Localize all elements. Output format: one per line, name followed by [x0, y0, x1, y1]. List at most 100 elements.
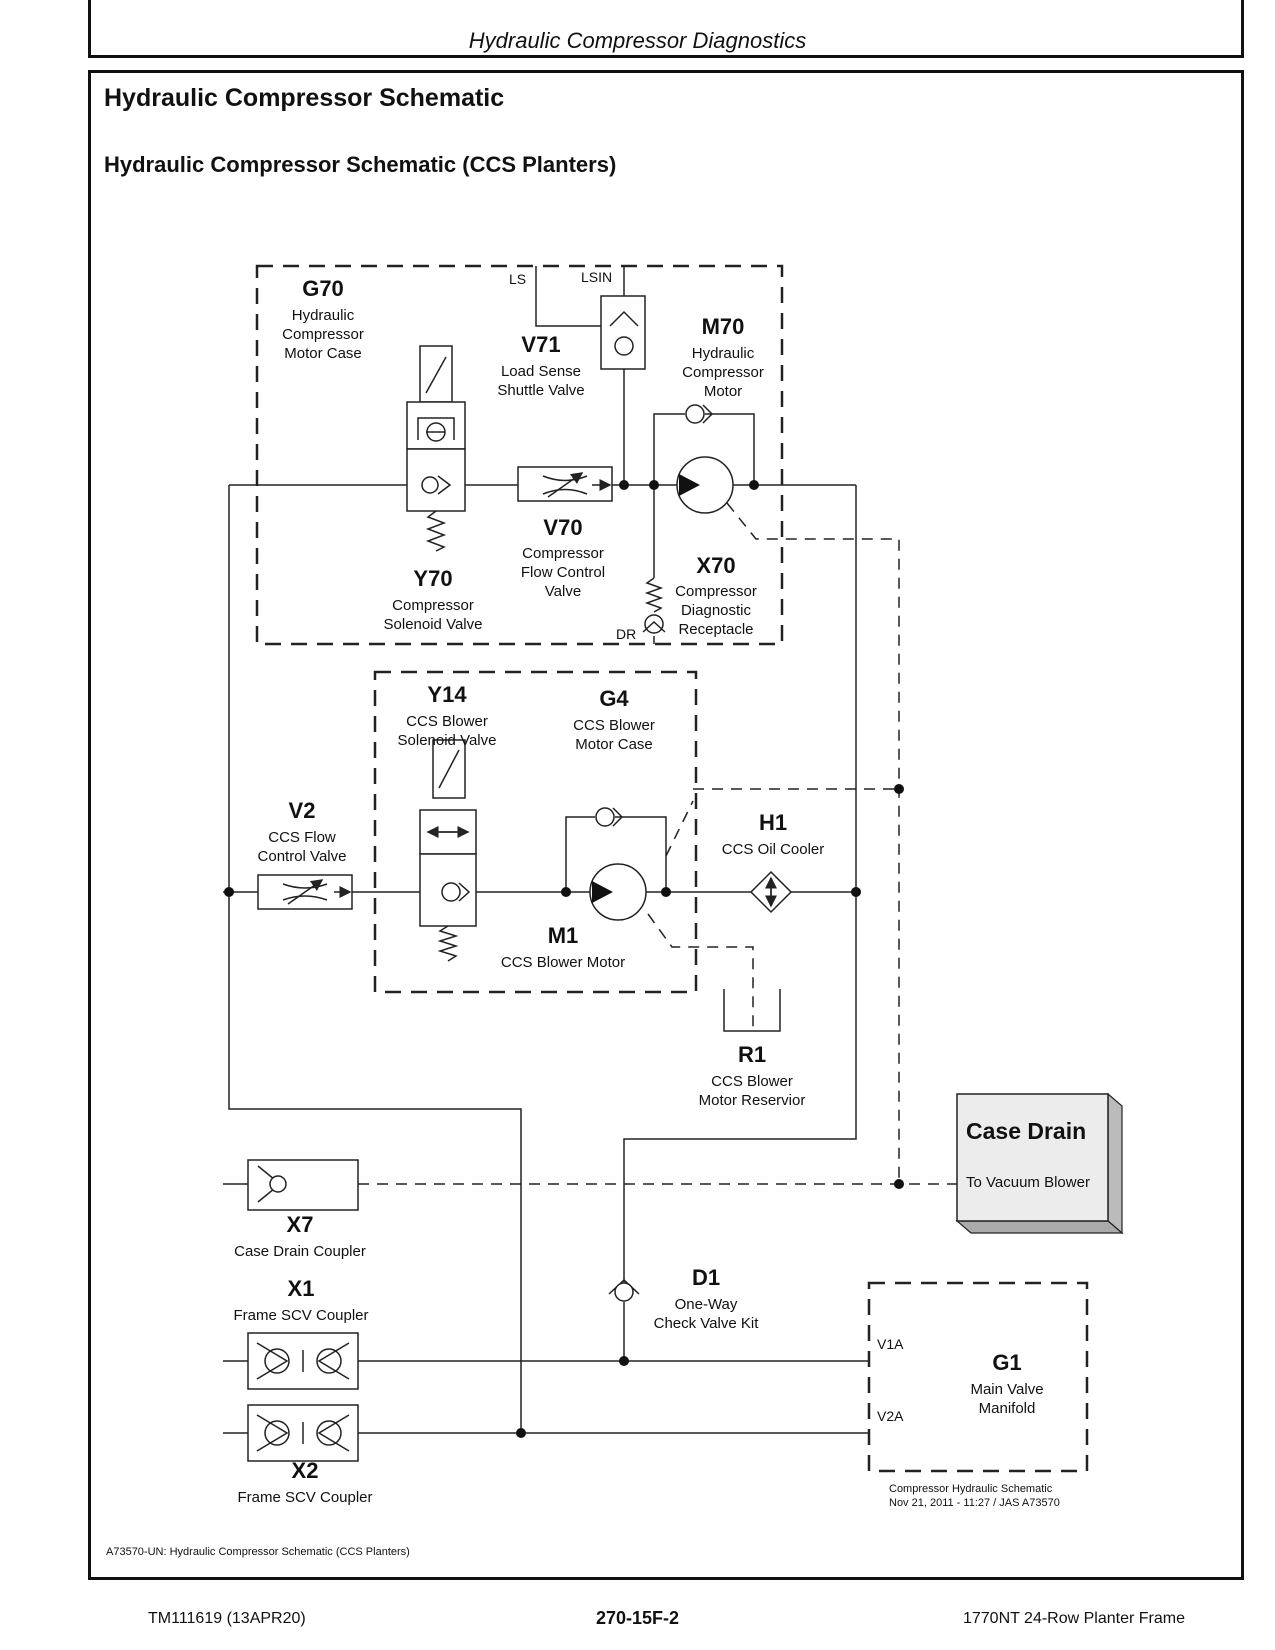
- svg-text:R1: R1: [738, 1042, 766, 1067]
- drawing-stamp-line2: Nov 21, 2011 - 11:27 / JAS A73570: [889, 1497, 1060, 1509]
- port-lsin: LSIN: [581, 269, 612, 285]
- svg-text:Motor Reservior: Motor Reservior: [699, 1092, 806, 1109]
- svg-text:CCS Blower: CCS Blower: [573, 717, 655, 734]
- svg-text:Receptacle: Receptacle: [678, 621, 753, 638]
- svg-text:Frame SCV Coupler: Frame SCV Coupler: [233, 1307, 368, 1324]
- svg-text:H1: H1: [759, 810, 787, 835]
- x70-diagnostic-receptacle: [642, 577, 666, 634]
- label-x70: X70 Compressor Diagnostic Receptacle: [675, 553, 757, 638]
- svg-text:CCS Oil Cooler: CCS Oil Cooler: [722, 841, 825, 858]
- page-subtitle: Hydraulic Compressor Schematic (CCS Plan…: [104, 152, 617, 177]
- case-drain-box: [955, 1092, 1124, 1235]
- svg-text:Check Valve Kit: Check Valve Kit: [654, 1315, 760, 1332]
- content-frame: [88, 70, 1244, 1580]
- svg-text:CCS Blower: CCS Blower: [711, 1073, 793, 1090]
- label-h1: H1 CCS Oil Cooler: [722, 810, 825, 858]
- v71-shuttle-valve: [600, 295, 646, 370]
- svg-text:Control Valve: Control Valve: [258, 848, 347, 865]
- label-v71: V71 Load Sense Shuttle Valve: [497, 332, 584, 399]
- svg-text:G4: G4: [599, 686, 629, 711]
- svg-text:Compressor: Compressor: [675, 583, 757, 600]
- svg-text:Motor Case: Motor Case: [284, 345, 362, 362]
- label-x7: X7 Case Drain Coupler: [234, 1212, 366, 1260]
- port-ls: LS: [509, 271, 526, 287]
- footer-page-number: 270-15F-2: [595, 1608, 680, 1628]
- svg-text:CCS Flow: CCS Flow: [268, 829, 336, 846]
- label-x1: X1 Frame SCV Coupler: [233, 1276, 368, 1324]
- svg-text:Load Sense: Load Sense: [501, 363, 581, 380]
- label-v70: V70 Compressor Flow Control Valve: [521, 515, 605, 600]
- svg-text:Case Drain Coupler: Case Drain Coupler: [234, 1243, 366, 1260]
- label-g4: G4 CCS Blower Motor Case: [573, 686, 655, 753]
- svg-text:Motor Case: Motor Case: [575, 736, 653, 753]
- label-y70: Y70 Compressor Solenoid Valve: [384, 566, 483, 633]
- x7-case-drain-coupler: [247, 1159, 359, 1211]
- svg-text:Main Valve: Main Valve: [970, 1381, 1043, 1398]
- svg-text:X1: X1: [288, 1276, 315, 1301]
- svg-text:D1: D1: [692, 1265, 720, 1290]
- svg-text:G1: G1: [992, 1350, 1021, 1375]
- m70-compressor-motor: [676, 404, 734, 514]
- svg-text:X7: X7: [287, 1212, 314, 1237]
- svg-text:Compressor: Compressor: [282, 326, 364, 343]
- g70-enclosure: [255, 264, 784, 646]
- section-header: Hydraulic Compressor Diagnostics: [468, 28, 807, 53]
- g4-enclosure: [373, 670, 698, 994]
- x1-frame-scv-coupler: [247, 1332, 359, 1390]
- svg-text:Solenoid Valve: Solenoid Valve: [384, 616, 483, 633]
- svg-text:Y14: Y14: [427, 682, 467, 707]
- h1-oil-cooler: [749, 870, 793, 914]
- port-v1a: V1A: [877, 1336, 904, 1352]
- svg-text:V70: V70: [543, 515, 582, 540]
- label-v2: V2 CCS Flow Control Valve: [258, 798, 347, 865]
- case-drain-subtitle: To Vacuum Blower: [966, 1174, 1090, 1191]
- svg-text:Frame SCV Coupler: Frame SCV Coupler: [237, 1489, 372, 1506]
- svg-text:Y70: Y70: [413, 566, 452, 591]
- v2-flow-control-valve: [257, 874, 353, 910]
- svg-text:X2: X2: [292, 1458, 319, 1483]
- m1-blower-motor: [589, 807, 647, 921]
- case-drain-lines: [358, 502, 957, 1185]
- label-g70: G70 Hydraulic Compressor Motor Case: [282, 276, 364, 362]
- svg-text:CCS Blower Motor: CCS Blower Motor: [501, 954, 625, 971]
- label-x2: X2 Frame SCV Coupler: [237, 1458, 372, 1506]
- x2-frame-scv-coupler: [247, 1404, 359, 1462]
- svg-text:V71: V71: [521, 332, 560, 357]
- svg-text:Flow Control: Flow Control: [521, 564, 605, 581]
- figure-caption: A73570-UN: Hydraulic Compressor Schemati…: [106, 1546, 410, 1558]
- g1-enclosure: [867, 1281, 1089, 1473]
- svg-text:Motor: Motor: [704, 383, 742, 400]
- svg-text:Diagnostic: Diagnostic: [681, 602, 752, 619]
- svg-text:Compressor: Compressor: [682, 364, 764, 381]
- svg-text:CCS Blower: CCS Blower: [406, 713, 488, 730]
- svg-text:Manifold: Manifold: [979, 1400, 1036, 1417]
- svg-text:Solenoid Valve: Solenoid Valve: [398, 732, 497, 749]
- junction-dots: [224, 480, 904, 1438]
- label-m70: M70 Hydraulic Compressor Motor: [682, 314, 764, 400]
- label-d1: D1 One-Way Check Valve Kit: [654, 1265, 760, 1332]
- label-g1: G1 Main Valve Manifold: [970, 1350, 1043, 1417]
- footer-doc-id: TM111619 (13APR20): [148, 1610, 306, 1627]
- v70-flow-control-valve: [517, 466, 613, 502]
- y14-solenoid-valve: [419, 739, 477, 962]
- port-dr: DR: [616, 626, 636, 642]
- svg-text:Compressor: Compressor: [392, 597, 474, 614]
- d1-check-valve: [608, 1278, 640, 1302]
- svg-text:Hydraulic: Hydraulic: [292, 307, 355, 324]
- case-drain-title: Case Drain: [966, 1118, 1086, 1144]
- svg-text:One-Way: One-Way: [675, 1296, 738, 1313]
- svg-text:X70: X70: [696, 553, 735, 578]
- svg-text:Valve: Valve: [545, 583, 581, 600]
- label-y14: Y14 CCS Blower Solenoid Valve: [398, 682, 497, 749]
- header-frame: [88, 0, 1244, 58]
- drawing-stamp-line1: Compressor Hydraulic Schematic: [889, 1483, 1053, 1495]
- svg-text:Shuttle Valve: Shuttle Valve: [497, 382, 584, 399]
- label-m1: M1 CCS Blower Motor: [501, 923, 625, 971]
- label-r1: R1 CCS Blower Motor Reservior: [699, 1042, 806, 1109]
- port-v2a: V2A: [877, 1408, 904, 1424]
- svg-text:M70: M70: [702, 314, 745, 339]
- y70-solenoid-valve: [406, 345, 466, 552]
- svg-text:Hydraulic: Hydraulic: [692, 345, 755, 362]
- page-title: Hydraulic Compressor Schematic: [104, 84, 505, 112]
